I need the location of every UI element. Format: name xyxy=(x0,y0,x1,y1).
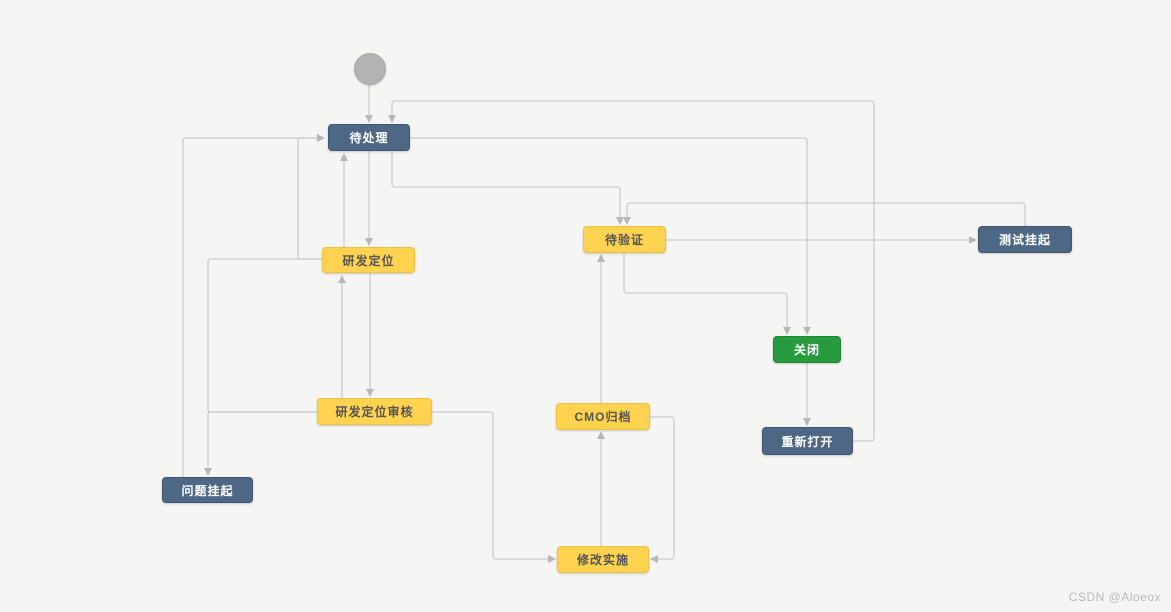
edge-reopen-pending xyxy=(391,100,875,442)
watermark-text: CSDN @Aloeox xyxy=(1068,590,1161,604)
edge-cmo-archive-implement xyxy=(650,416,675,560)
node-close[interactable]: 关闭 xyxy=(773,336,841,363)
arrowhead-cmo-archive-implement xyxy=(650,555,658,563)
arrowhead-locate-review-implement xyxy=(548,555,556,563)
edge-locate-review-pending xyxy=(207,258,322,413)
arrowhead-verify-test-suspend xyxy=(969,236,977,244)
arrowhead-dev-locate-locate-review xyxy=(366,389,374,397)
edge-pending-verify xyxy=(391,151,621,219)
arrowhead-pending-close xyxy=(803,327,811,335)
arrowhead-pending-verify xyxy=(616,217,624,225)
edge-pending-close xyxy=(410,137,808,329)
node-dev-locate[interactable]: 研发定位 xyxy=(322,247,415,273)
edge-test-suspend-verify xyxy=(626,202,1026,226)
edge-dev-locate-pending xyxy=(297,137,322,260)
node-issue-suspend[interactable]: 问题挂起 xyxy=(162,477,253,503)
arrowhead-implement-cmo-archive xyxy=(597,431,605,439)
node-verify[interactable]: 待验证 xyxy=(583,226,666,253)
edge-verify-close xyxy=(623,253,788,329)
arrowhead-close-reopen xyxy=(803,418,811,426)
arrowhead-dev-locate-pending xyxy=(340,153,348,161)
start-event-circle[interactable] xyxy=(354,53,386,85)
arrowhead-test-suspend-verify xyxy=(623,217,631,225)
node-pending[interactable]: 待处理 xyxy=(328,124,410,151)
arrowhead-issue-suspend-pending xyxy=(317,134,325,142)
arrowhead-verify-close xyxy=(783,327,791,335)
node-locate-review[interactable]: 研发定位审核 xyxy=(317,398,432,425)
arrowhead-pending-dev-locate xyxy=(365,238,373,246)
arrowhead-locate-review-issue-suspend xyxy=(204,468,212,476)
edge-locate-review-issue-suspend xyxy=(207,411,317,470)
node-cmo-archive[interactable]: CMO归档 xyxy=(556,403,650,430)
arrowhead-start-pending xyxy=(365,115,373,123)
edge-locate-review-implement xyxy=(432,411,550,560)
arrowhead-reopen-pending xyxy=(388,115,396,123)
arrowhead-cmo-archive-verify xyxy=(597,254,605,262)
node-reopen[interactable]: 重新打开 xyxy=(762,427,853,455)
arrowhead-locate-review-dev-locate xyxy=(338,275,346,283)
edge-issue-suspend-pending xyxy=(182,137,319,477)
node-test-suspend[interactable]: 测试挂起 xyxy=(978,226,1072,253)
node-implement[interactable]: 修改实施 xyxy=(557,546,649,573)
